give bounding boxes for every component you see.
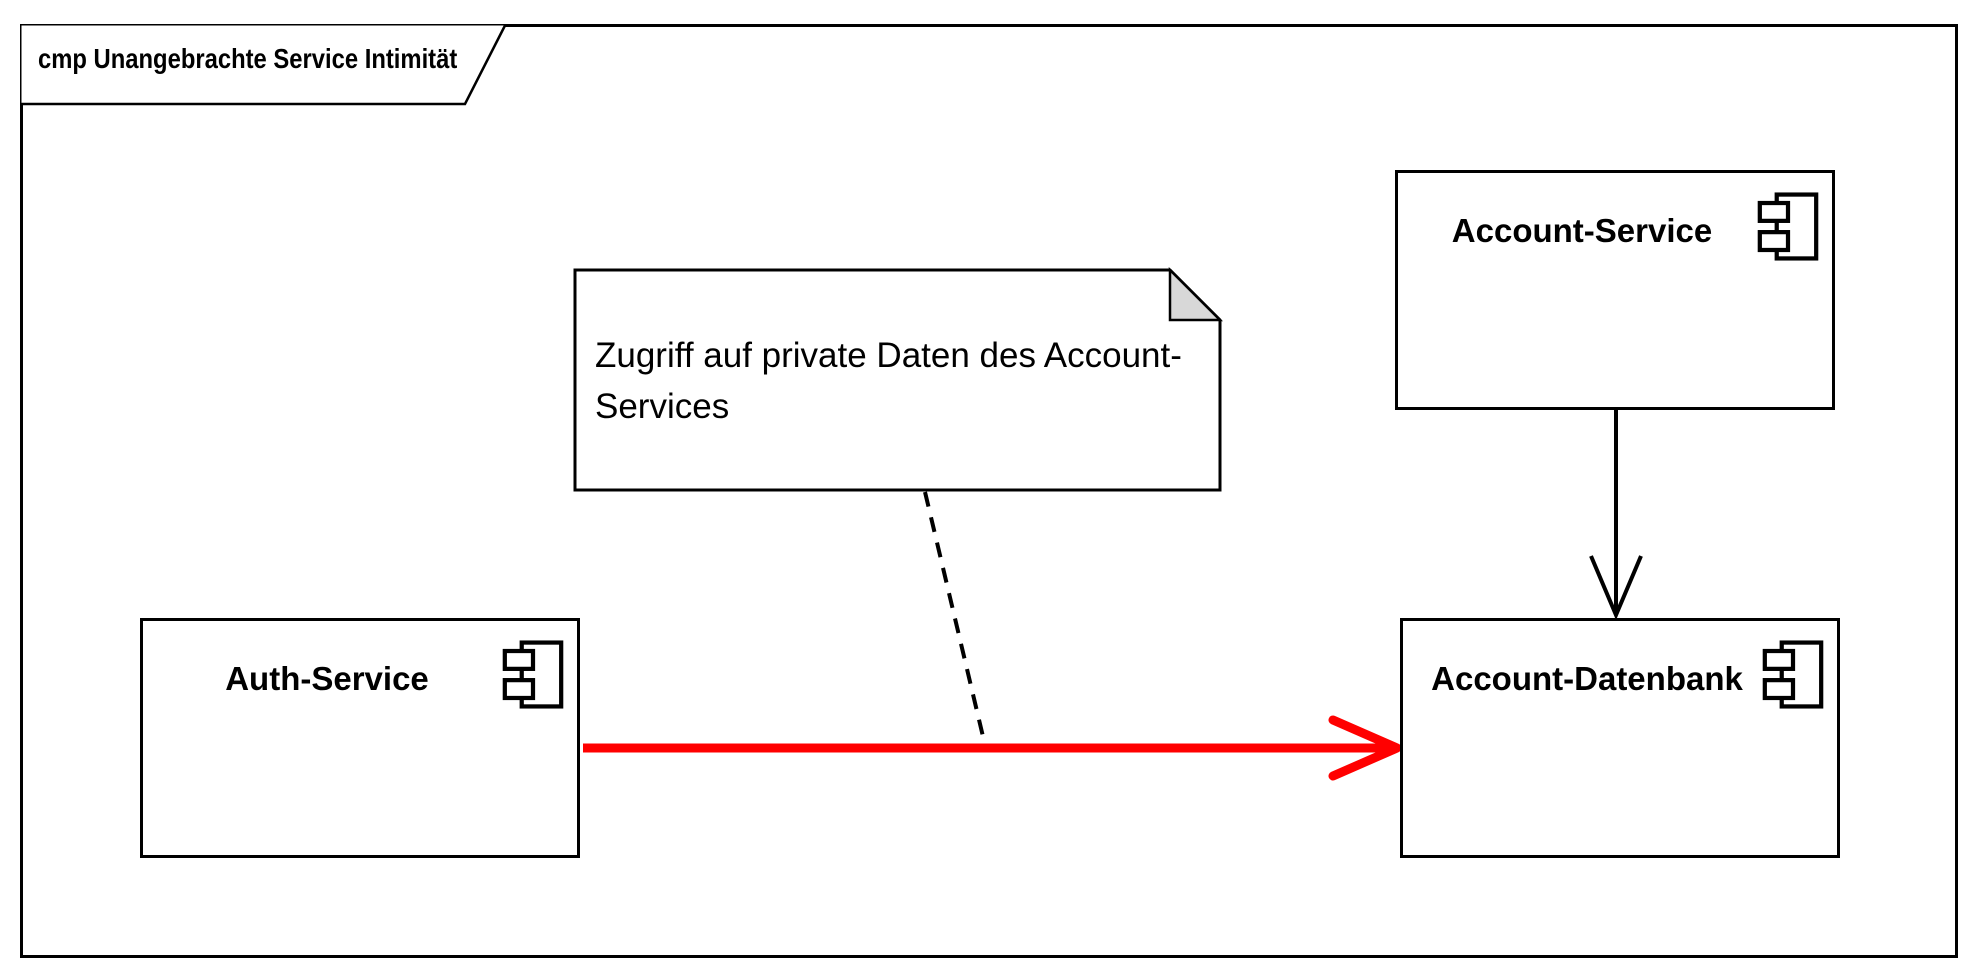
component-account-datenbank[interactable]: Account-Datenbank bbox=[1400, 618, 1840, 858]
note-text: Zugriff auf private Daten des Account-Se… bbox=[595, 336, 1182, 426]
component-label: Account-Service bbox=[1451, 212, 1713, 249]
uml-component-icon bbox=[1762, 640, 1824, 709]
title-tab-border bbox=[21, 24, 507, 106]
diagram-title-tab bbox=[21, 24, 507, 106]
uml-component-icon bbox=[502, 640, 564, 709]
diagram-title: cmp Unangebrachte Service Intimität bbox=[38, 43, 458, 74]
uml-component-icon bbox=[1757, 192, 1819, 261]
component-account-service[interactable]: Account-Service bbox=[1395, 170, 1835, 410]
title-tab-shape bbox=[21, 25, 505, 104]
component-label: Account-Datenbank bbox=[1431, 660, 1743, 697]
component-label: Auth-Service bbox=[225, 660, 429, 697]
component-auth-service[interactable]: Auth-Service bbox=[140, 618, 580, 858]
